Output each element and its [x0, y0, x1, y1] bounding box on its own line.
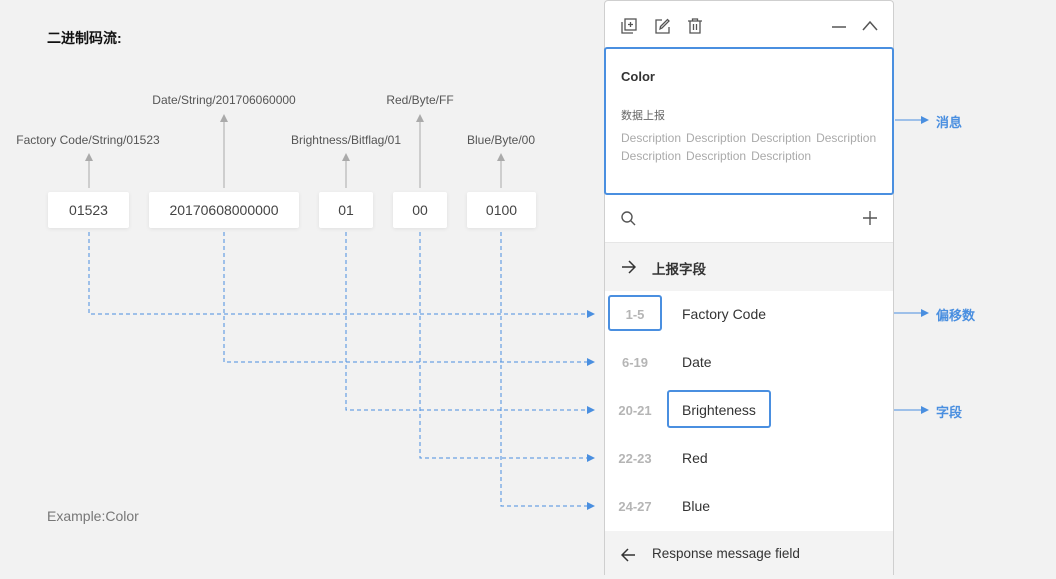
report-fields-label: 上报字段 — [652, 262, 706, 277]
field-row[interactable]: 22-23 Red — [605, 435, 893, 484]
search-icon[interactable] — [621, 211, 636, 226]
edit-icon[interactable] — [654, 18, 670, 34]
callout-offset: 偏移数 — [936, 308, 976, 323]
label-brightness: Brightness/Bitflag/01 — [290, 133, 402, 147]
description-text: Description — [751, 149, 812, 163]
field-name: Red — [682, 450, 708, 466]
field-offset: 6-19 — [621, 355, 649, 370]
up-arrows — [85, 114, 505, 188]
description-text: Description — [621, 149, 682, 163]
field-name: Factory Code — [682, 306, 767, 322]
label-blue: Blue/Byte/00 — [466, 133, 536, 147]
value-box-blue: 0100 — [467, 192, 536, 228]
field-name-highlight-box — [667, 390, 771, 428]
label-date: Date/String/201706060000 — [152, 93, 296, 107]
field-name: Blue — [682, 498, 711, 514]
description-text: Description — [686, 149, 747, 163]
field-offset: 1-5 — [625, 307, 645, 322]
description-text: Description — [621, 131, 682, 145]
minimize-icon[interactable] — [831, 18, 847, 34]
example-label: Example:Color — [47, 508, 139, 524]
response-fields-section[interactable]: Response message field — [605, 531, 893, 579]
field-offset: 20-21 — [618, 403, 652, 418]
label-factory: Factory Code/String/01523 — [16, 133, 160, 147]
field-offset: 22-23 — [618, 451, 652, 466]
field-name: Date — [682, 354, 712, 370]
value-box-factory: 01523 — [48, 192, 129, 228]
dashed-connectors — [88, 232, 595, 510]
response-fields-label: Response message field — [652, 546, 800, 561]
add-icon[interactable] — [862, 210, 878, 226]
diagram-title: 二进制码流: — [47, 30, 122, 46]
delete-icon[interactable] — [687, 18, 703, 34]
label-red: Red/Byte/FF — [386, 93, 454, 107]
field-row[interactable]: 20-21 Brighteness — [605, 387, 893, 436]
description-text: Description — [751, 131, 812, 145]
message-title: Color — [621, 69, 655, 84]
search-row — [605, 196, 893, 243]
callout-message: 消息 — [936, 115, 963, 130]
description-text: Description — [816, 131, 877, 145]
value-box-brightness: 01 — [319, 192, 373, 228]
value-box-red: 00 — [393, 192, 447, 228]
description-text: Description — [686, 131, 747, 145]
callout-field: 字段 — [936, 405, 963, 420]
report-fields-section[interactable]: 上报字段 — [605, 243, 893, 291]
arrow-left-icon — [621, 548, 635, 562]
panel-toolbar — [605, 1, 893, 49]
field-row[interactable]: 24-27 Blue — [605, 483, 893, 532]
arrow-right-icon — [622, 260, 636, 274]
message-subtitle: 数据上报 — [621, 110, 665, 122]
field-row[interactable]: 1-5 Factory Code — [605, 291, 893, 340]
field-name: Brighteness — [682, 402, 756, 418]
field-row[interactable]: 6-19 Date — [605, 339, 893, 388]
add-copy-icon[interactable] — [621, 18, 637, 34]
value-box-date: 20170608000000 — [149, 192, 299, 228]
field-offset: 24-27 — [618, 499, 652, 514]
collapse-icon[interactable] — [862, 18, 878, 34]
offset-highlight-box — [608, 295, 662, 331]
